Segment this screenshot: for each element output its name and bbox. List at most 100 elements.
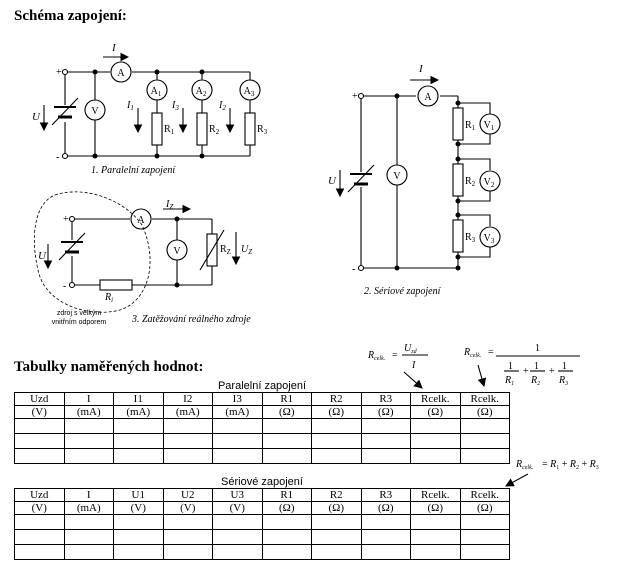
empty-cell [410,433,461,449]
svg-text:=: = [488,347,494,358]
svg-text:1: 1 [508,361,513,372]
source-note: zdroj s velkým vnitřním odporem [40,309,118,327]
empty-cell [14,514,65,530]
svg-text:+: + [352,91,358,102]
svg-text:V: V [91,106,99,117]
empty-cell [162,418,213,434]
svg-text:R2: R2 [209,124,220,136]
caption-series: 2. Sériové zapojení [364,286,441,297]
empty-cell [162,544,213,560]
empty-cell [261,418,312,434]
empty-cell [261,433,312,449]
empty-cell [63,529,114,545]
header-cell: I [63,488,114,502]
empty-cell [360,529,411,545]
empty-cell [410,544,461,560]
unit-cell: (Ω) [311,501,362,515]
svg-text:U: U [32,111,41,123]
empty-cell [162,514,213,530]
table-row [14,514,510,530]
empty-cell [63,418,114,434]
empty-cell [162,433,213,449]
header-cell: R1 [261,392,312,406]
table-row: (V)(mA)(V)(V)(V)(Ω)(Ω)(Ω)(Ω)(Ω) [14,501,510,515]
svg-text:+: + [523,366,529,377]
svg-text:= R1 + R2 + R3: = R1 + R2 + R3 [542,459,599,471]
svg-text:+: + [63,214,69,225]
empty-cell [14,529,65,545]
svg-text:RZ: RZ [220,244,231,256]
header-cell: R2 [311,488,362,502]
svg-text:Rcelk.: Rcelk. [367,350,385,362]
empty-cell [212,529,263,545]
empty-cell [63,544,114,560]
header-cell: Rcelk. [410,488,461,502]
scheme-heading: Schéma zapojení: [14,8,127,24]
unit-cell: (Ω) [261,501,312,515]
empty-cell [113,418,164,434]
empty-cell [410,529,461,545]
header-cell: I [63,392,114,406]
svg-text:U: U [328,175,337,187]
svg-text:V1: V1 [484,120,495,132]
header-cell: R3 [360,392,411,406]
empty-cell [212,433,263,449]
svg-text:-: - [352,264,355,275]
svg-text:-: - [63,281,66,292]
svg-text:V: V [173,246,181,257]
svg-text:R1: R1 [504,375,514,387]
empty-cell [113,529,164,545]
empty-cell [360,433,411,449]
svg-text:A: A [137,215,145,226]
unit-cell: (mA) [63,405,114,419]
empty-cell [261,448,312,464]
empty-cell [212,448,263,464]
header-cell: I2 [162,392,213,406]
svg-text:-: - [56,152,59,163]
svg-text:=: = [392,350,398,361]
svg-text:1: 1 [562,361,567,372]
empty-cell [311,448,362,464]
svg-text:V: V [393,171,401,182]
header-cell: I3 [212,392,263,406]
svg-text:R1: R1 [164,124,175,136]
header-cell: U1 [113,488,164,502]
svg-text:R2: R2 [530,375,540,387]
empty-cell [459,433,510,449]
unit-cell: (Ω) [459,501,510,515]
empty-cell [212,418,263,434]
unit-cell: (V) [162,501,213,515]
unit-cell: (Ω) [261,405,312,419]
empty-cell [311,529,362,545]
empty-cell [63,448,114,464]
empty-cell [410,418,461,434]
unit-cell: (mA) [63,501,114,515]
empty-cell [360,418,411,434]
unit-cell: (Ω) [410,501,461,515]
svg-text:R3: R3 [558,375,568,387]
header-cell: U2 [162,488,213,502]
empty-cell [113,544,164,560]
empty-cell [63,433,114,449]
svg-text:I: I [411,360,416,371]
table-row [14,529,510,545]
empty-cell [14,433,65,449]
empty-cell [162,529,213,545]
empty-cell [14,544,65,560]
table-row [14,544,510,560]
unit-cell: (V) [14,405,65,419]
table-row [14,448,510,464]
unit-cell: (V) [113,501,164,515]
svg-text:A2: A2 [196,86,207,98]
svg-text:1: 1 [534,361,539,372]
svg-text:A1: A1 [151,86,162,98]
svg-text:UZ: UZ [241,244,252,256]
unit-cell: (Ω) [360,501,411,515]
svg-text:U: U [38,250,47,262]
svg-text:V3: V3 [484,233,495,245]
svg-text:+: + [56,67,62,78]
svg-text:Rcelk.: Rcelk. [463,347,481,359]
